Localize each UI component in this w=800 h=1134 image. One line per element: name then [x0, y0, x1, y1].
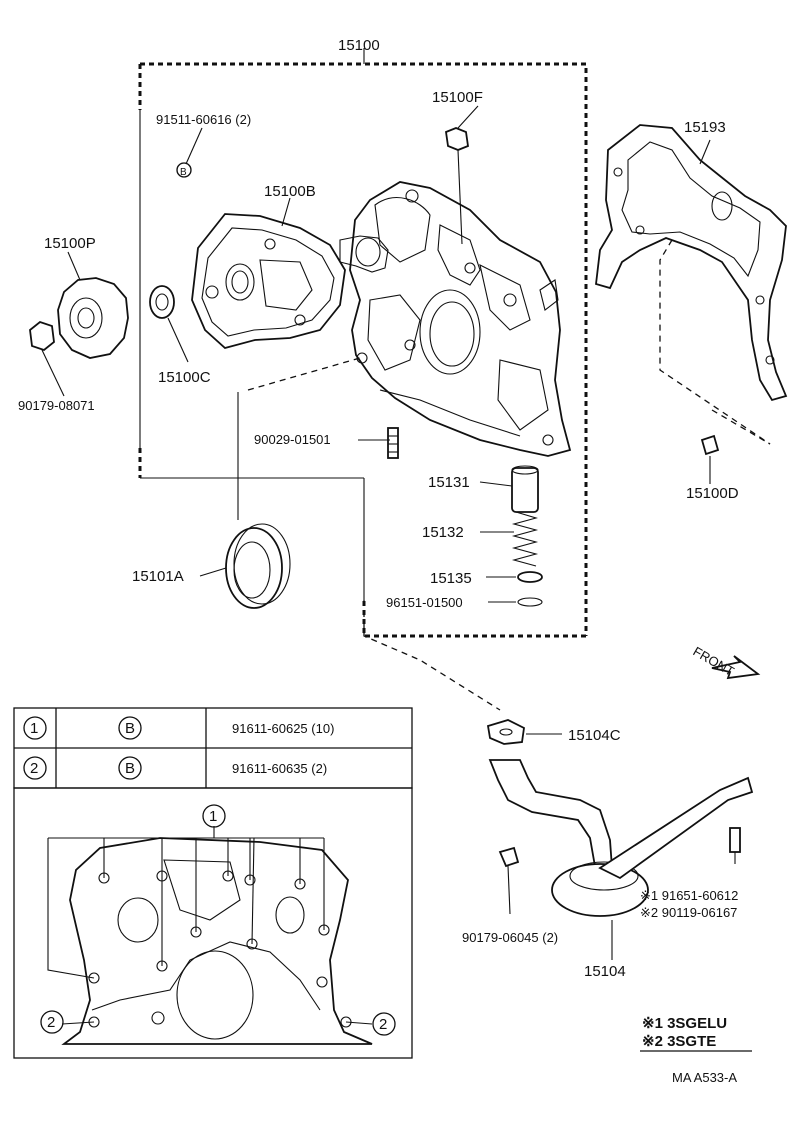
label-96151-01500: 96151-01500	[386, 595, 463, 610]
oil-seal-15101A	[225, 523, 291, 609]
timing-cover-15193	[595, 124, 788, 402]
label-15100: 15100	[338, 37, 380, 54]
table-row2-part: 91611-60635 (2)	[232, 761, 327, 776]
label-15104C: 15104C	[568, 727, 621, 744]
label-91511-60616: 91511-60616 (2)	[156, 112, 251, 127]
front-arrow-icon	[711, 655, 761, 680]
legend-note-1: ※1 3SGELU	[642, 1015, 727, 1032]
symbol-b-marker: B	[180, 167, 187, 178]
leader-lines	[67, 105, 711, 960]
bolt-91651	[729, 827, 741, 864]
label-15100P: 15100P	[44, 235, 96, 252]
bolt-table	[13, 707, 413, 789]
label-15100F: 15100F	[432, 89, 483, 106]
leader-seal-dash	[247, 357, 361, 391]
spring-15132	[511, 511, 539, 567]
snap-ring-96151	[517, 597, 543, 607]
plug-15100F	[445, 127, 469, 245]
bolt-location-view	[13, 787, 413, 1059]
table-row2-symbol: B	[125, 760, 135, 777]
label-15193: 15193	[684, 119, 726, 136]
label-15101A: 15101A	[132, 568, 184, 585]
label-90029-01501: 90029-01501	[254, 432, 331, 447]
bolt-90179-06045	[498, 846, 520, 915]
retainer-15135	[517, 571, 543, 583]
table-row1-symbol: B	[125, 720, 135, 737]
label-15131: 15131	[428, 474, 470, 491]
label-front: FRONT	[691, 644, 737, 679]
callout-2-right: 2	[379, 1016, 387, 1033]
leader-15193-dash	[659, 239, 771, 445]
label-15104: 15104	[584, 963, 626, 980]
stud-90029	[387, 427, 399, 459]
drive-gear-15100P	[29, 277, 129, 397]
table-row2-index: 2	[30, 760, 38, 777]
label-90179-06045: 90179-06045 (2)	[462, 930, 558, 945]
pin-15100D	[700, 434, 720, 456]
legend-note-2: ※2 3SGTE	[642, 1033, 716, 1050]
label-91651-60612: ※1 91651-60612	[640, 888, 738, 903]
callout-2-left: 2	[47, 1014, 55, 1031]
pump-cover-15100B	[149, 162, 346, 349]
table-row1-index: 1	[30, 720, 38, 737]
label-15100B: 15100B	[264, 183, 316, 200]
label-90119-06167: ※2 90119-06167	[640, 905, 737, 920]
label-15132: 15132	[422, 524, 464, 541]
oil-pump-body	[339, 181, 572, 457]
label-90179-08071: 90179-08071	[18, 398, 95, 413]
label-15135: 15135	[430, 570, 472, 587]
label-15100D: 15100D	[686, 485, 739, 502]
table-row1-part: 91611-60625 (10)	[232, 721, 334, 736]
relief-valve-15131	[511, 465, 539, 513]
oil-strainer-15104	[486, 719, 754, 917]
diagram-code: MA A533-A	[672, 1070, 737, 1085]
label-15100C: 15100C	[158, 369, 211, 386]
leader-strainer-dash	[363, 600, 501, 711]
leader-15100D-dash	[711, 409, 771, 445]
callout-1: 1	[209, 808, 217, 825]
